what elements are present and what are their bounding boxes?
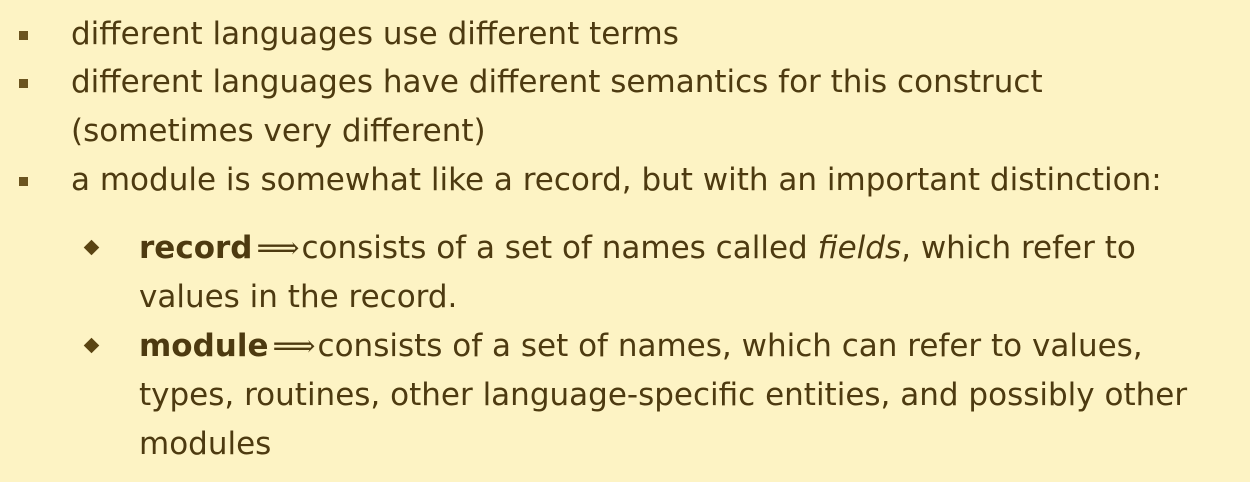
record-desc-before: consists of a set of names called [301, 230, 818, 266]
diamond-bullet-icon [83, 239, 100, 256]
record-fields-term: fields [817, 230, 902, 266]
bullet-1-line-1: different languages use different terms [71, 16, 679, 52]
record-line-2: values in the record. [139, 279, 458, 315]
module-term: module [139, 328, 269, 364]
implies-arrow-icon: ⟹ [256, 231, 299, 266]
square-bullet-icon [19, 177, 28, 186]
implies-arrow-icon: ⟹ [272, 329, 316, 364]
bullet-3-line-1: a module is somewhat like a record, but … [71, 162, 1162, 198]
diamond-bullet-icon [83, 337, 100, 354]
record-term: record [139, 230, 253, 266]
module-line-2: types, routines, other language-specific… [139, 377, 1188, 413]
record-desc-after: , which refer to [901, 230, 1136, 266]
square-bullet-icon [19, 79, 28, 88]
module-desc: consists of a set of names, which can re… [317, 328, 1143, 364]
record-line-1: record⟹consists of a set of names called… [139, 230, 1136, 267]
square-bullet-icon [19, 31, 28, 40]
module-line-3: modules [139, 426, 272, 462]
bullet-2-line-1: different languages have different seman… [71, 64, 1043, 100]
module-line-1: module⟹consists of a set of names, which… [139, 328, 1143, 365]
bullet-2-line-2: (sometimes very different) [71, 113, 486, 149]
